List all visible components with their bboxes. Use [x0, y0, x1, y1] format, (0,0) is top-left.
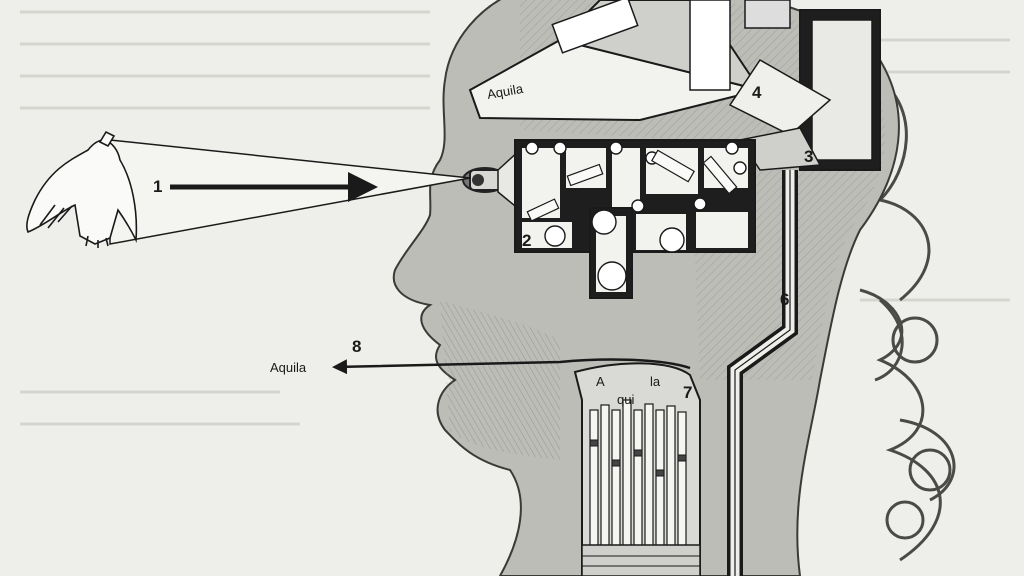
step-6: 6	[780, 290, 789, 309]
aquila-spoken-label: Aquila	[270, 360, 307, 375]
step-1: 1	[153, 177, 162, 196]
step-2: 2	[522, 231, 531, 250]
vision-cone	[109, 139, 471, 245]
eagle-icon	[26, 130, 138, 248]
syllable-a: A	[596, 374, 605, 389]
throat-organ	[573, 362, 701, 576]
step-4: 4	[752, 83, 762, 102]
step-3: 3	[804, 147, 813, 166]
step-8: 8	[352, 337, 361, 356]
syllable-qui: qui	[617, 392, 634, 407]
wig-curls	[859, 78, 956, 562]
step-7: 7	[683, 383, 692, 402]
syllable-la: la	[650, 374, 661, 389]
speech-line	[332, 358, 691, 375]
brain-machinery	[468, 0, 881, 299]
cheek-shading	[440, 300, 560, 460]
aquila-plate	[468, 38, 761, 122]
aquila-brain-label: Aquila	[486, 81, 525, 102]
